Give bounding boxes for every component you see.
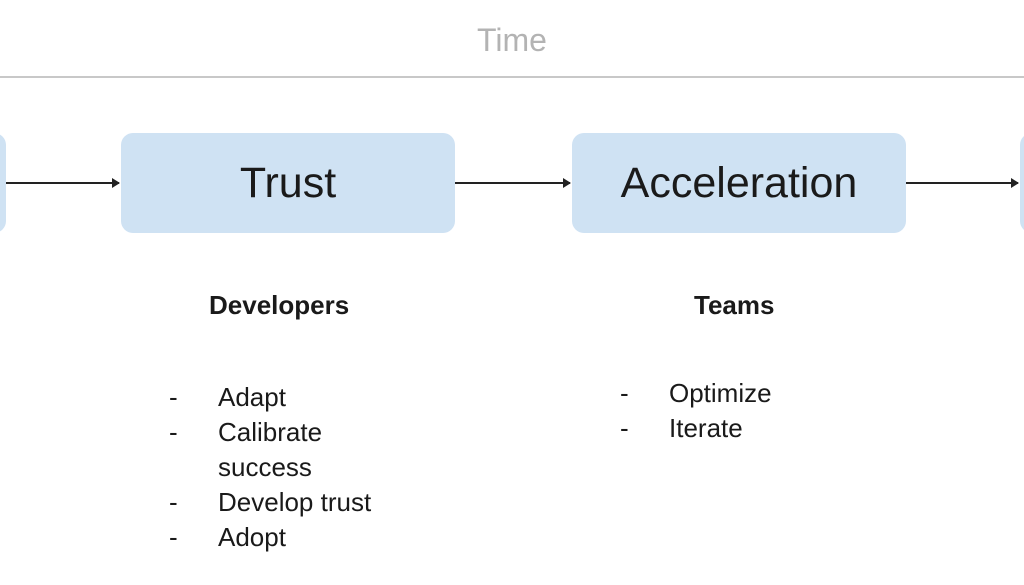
bullet-dash: - [169,382,178,412]
bullet-dash: - [620,413,629,443]
list-item: - Optimize [620,376,869,411]
list-item: - Calibrate success [169,415,418,485]
time-axis-rule [0,76,1024,78]
stage-box-trust: Trust [121,133,455,233]
stage-label-acceleration: Acceleration [620,158,858,207]
list-item-text: Adopt [218,522,286,552]
list-item-text: Optimize [669,378,772,408]
stage-box-left-partial [0,133,6,233]
time-label: Time [477,22,547,58]
list-item: - Iterate [620,411,869,446]
list-item-text: Calibrate success [218,417,323,482]
group-title-developers: Developers [209,290,350,320]
list-item-text: Develop trust [218,487,372,517]
list-item: - Develop trust [169,485,418,520]
bullet-dash: - [169,487,178,517]
stage-box-acceleration: Acceleration [572,133,906,233]
arrow-to-acceleration [455,178,571,188]
list-item: - Adopt [169,520,418,555]
arrow-to-trust [6,178,120,188]
bullet-list-teams: - Optimize - Iterate [620,376,869,446]
stage-label-trust: Trust [239,158,337,207]
group-title-teams: Teams [694,290,775,320]
stage-box-right-partial [1020,133,1024,233]
list-item-text: Adapt [218,382,286,412]
bullet-dash: - [620,378,629,408]
bullet-dash: - [169,522,178,552]
bullet-list-developers: - Adapt - Calibrate success - Develop tr… [169,380,418,555]
arrow-to-next [906,178,1019,188]
list-item-text: Iterate [669,413,743,443]
bullet-dash: - [169,417,178,447]
list-item: - Adapt [169,380,418,415]
